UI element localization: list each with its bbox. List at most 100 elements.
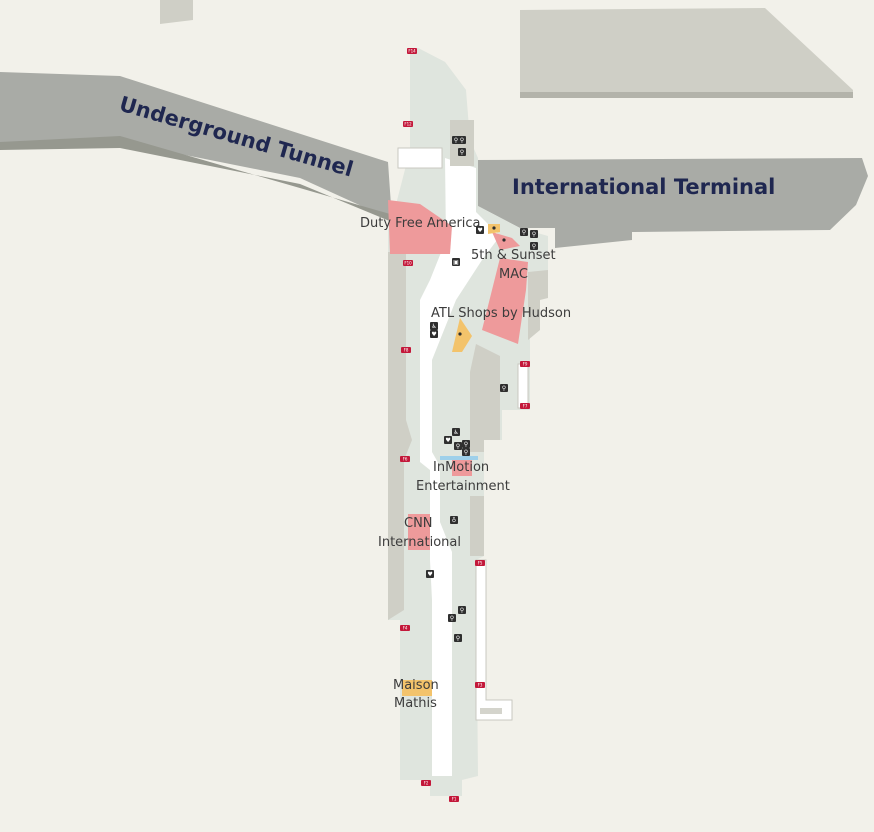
gate-f9[interactable]: F9: [520, 361, 530, 367]
building-top-right-shadow: [520, 92, 853, 98]
stairs-area: [397, 147, 443, 169]
svg-text:F12: F12: [404, 122, 412, 127]
label-duty-free-america: Duty Free America: [360, 216, 481, 231]
svg-text:⚲: ⚲: [460, 607, 464, 614]
water-feature: [440, 456, 478, 460]
nursing-icon[interactable]: ♥: [430, 330, 438, 338]
accessible-icon[interactable]: ♿: [452, 428, 460, 436]
gate-f3[interactable]: F3: [475, 682, 485, 688]
restroom-icon[interactable]: ⚲: [530, 230, 538, 238]
tunnel-shape: [0, 72, 392, 220]
nursing-icon[interactable]: ♥: [426, 570, 434, 578]
background-buildings: [160, 0, 853, 98]
store-cnn[interactable]: [408, 514, 430, 550]
svg-text:♥: ♥: [477, 227, 482, 234]
restroom-icon[interactable]: ⚲: [458, 606, 466, 614]
label-fifth-and-sunset: 5th & Sunset: [471, 248, 556, 263]
svg-text:F6: F6: [403, 457, 408, 462]
svg-text:F7: F7: [523, 404, 528, 409]
gate-f10[interactable]: F10: [403, 260, 413, 266]
store-atl-shops-hudson[interactable]: [452, 318, 472, 352]
gate-f2[interactable]: F2: [421, 780, 431, 786]
svg-text:⚲: ⚲: [454, 137, 458, 144]
gate-f4[interactable]: F4: [400, 625, 410, 631]
building-top-left: [160, 0, 193, 24]
svg-text:⚲: ⚲: [502, 385, 506, 392]
store-dot-icon: [458, 332, 462, 336]
stores[interactable]: [388, 200, 528, 696]
svg-text:♥: ♥: [427, 571, 432, 578]
gate-f12[interactable]: F12: [403, 121, 413, 127]
moving-walkway: [480, 708, 502, 714]
svg-text:F2: F2: [424, 781, 429, 786]
svg-text:F5: F5: [478, 561, 483, 566]
underground-tunnel[interactable]: Underground Tunnel: [0, 72, 392, 222]
svg-text:⚲: ⚲: [456, 635, 460, 642]
terminal-shape: [476, 158, 868, 248]
svg-text:♥: ♥: [431, 331, 436, 338]
international-terminal[interactable]: International Terminal: [476, 158, 868, 248]
building-top-right: [520, 8, 853, 98]
gate-extension-right: [517, 363, 529, 409]
store-fifth-and-sunset[interactable]: [492, 232, 520, 250]
store-maison-mathis[interactable]: [402, 680, 432, 696]
label-mac: MAC: [499, 267, 528, 282]
concourse-right-block-2: [470, 496, 484, 556]
svg-text:F8: F8: [404, 348, 409, 353]
accessible-icon[interactable]: ♿: [430, 322, 438, 330]
restroom-icon[interactable]: ⚲: [458, 136, 466, 144]
svg-text:♁: ♁: [452, 516, 456, 524]
shopping-icon[interactable]: ▣: [452, 258, 460, 266]
svg-text:⚲: ⚲: [456, 443, 460, 450]
restroom-icon[interactable]: ⚲: [454, 442, 462, 450]
label-maison-line2: Mathis: [394, 696, 437, 711]
label-inmotion-line2: Entertainment: [416, 479, 510, 494]
gate-f5[interactable]: F5: [475, 560, 485, 566]
store-dot-icon: [502, 238, 506, 242]
terminal-label: International Terminal: [512, 175, 775, 199]
store-inmotion[interactable]: [452, 460, 472, 476]
restroom-icon[interactable]: ⚲: [462, 440, 470, 448]
gate-f14[interactable]: F14: [407, 48, 417, 54]
restroom-icon[interactable]: ⚲: [530, 242, 538, 250]
restroom-icon[interactable]: ⚲: [454, 634, 462, 642]
svg-text:♿: ♿: [431, 323, 436, 330]
svg-text:⚲: ⚲: [450, 615, 454, 622]
nursing-icon[interactable]: ♥: [444, 436, 452, 444]
svg-text:F3: F3: [478, 683, 483, 688]
label-cnn-line1: CNN: [404, 516, 433, 531]
restroom-icon[interactable]: ⚲: [500, 384, 508, 392]
tunnel-edge: [0, 136, 392, 222]
restroom-icon[interactable]: ⚲: [462, 448, 470, 456]
svg-text:F10: F10: [404, 261, 412, 266]
concourse-top-pier: [410, 48, 466, 124]
gate-f6[interactable]: F6: [400, 456, 410, 462]
svg-text:F9: F9: [523, 362, 528, 367]
concourse-right-block: [470, 344, 500, 452]
gate-f7[interactable]: F7: [520, 403, 530, 409]
svg-text:⚲: ⚲: [464, 449, 468, 456]
svg-text:⚲: ⚲: [522, 229, 526, 236]
svg-text:⚲: ⚲: [532, 231, 536, 238]
store-duty-free-america[interactable]: [388, 200, 452, 254]
svg-text:F14: F14: [408, 49, 416, 54]
svg-text:F4: F4: [403, 626, 408, 631]
concourse-walkway: [420, 158, 500, 776]
water-icon[interactable]: ♁: [450, 516, 458, 524]
nursing-icon[interactable]: ♥: [476, 226, 484, 234]
svg-text:♥: ♥: [445, 437, 450, 444]
restroom-icon[interactable]: ⚲: [448, 614, 456, 622]
svg-text:⚲: ⚲: [464, 441, 468, 448]
svg-text:F1: F1: [452, 797, 457, 802]
restroom-icon[interactable]: ⚲: [458, 148, 466, 156]
label-inmotion-line1: InMotion: [433, 460, 489, 475]
svg-text:⚲: ⚲: [460, 137, 464, 144]
concourse-left-strip: [388, 252, 412, 620]
gate-f1[interactable]: F1: [449, 796, 459, 802]
gate-f8[interactable]: F8: [401, 347, 411, 353]
label-atl-shops-hudson: ATL Shops by Hudson: [431, 306, 571, 321]
restroom-icon[interactable]: ⚲: [520, 228, 528, 236]
store-mac[interactable]: [482, 258, 528, 344]
